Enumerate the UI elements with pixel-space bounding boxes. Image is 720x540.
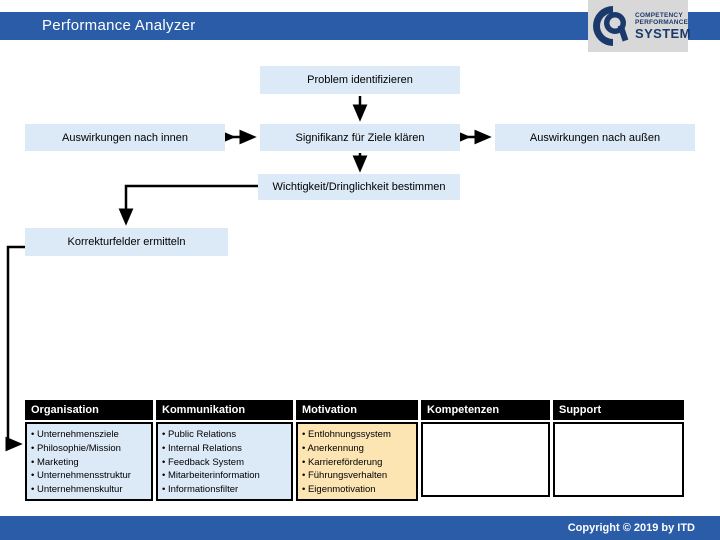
column-header: Kompetenzen (421, 400, 550, 420)
page-title: Performance Analyzer (42, 17, 196, 34)
column-header: Motivation (296, 400, 418, 420)
list-item: • Unternehmenskultur (31, 484, 123, 496)
flow-box-problem: Problem identifizieren (260, 66, 460, 94)
flow-box-auswirkungen-innen: Auswirkungen nach innen (25, 124, 225, 151)
list-item: • Public Relations (162, 429, 237, 440)
flow-box-auswirkungen-aussen: Auswirkungen nach außen (495, 124, 695, 151)
list-item: • Informationsfilter (162, 484, 239, 496)
column-header: Support (553, 400, 684, 420)
list-item: • Philosophie/Mission (31, 442, 121, 454)
column-body (553, 422, 684, 497)
list-item: • Entlohnungssystem (302, 429, 391, 440)
logo-p-icon (593, 6, 629, 46)
copyright-text: Copyright © 2019 by ITD (567, 522, 695, 534)
flow-box-korrekturfelder: Korrekturfelder ermitteln (25, 228, 228, 256)
table-column-organisation: Organisation • Unternehmensziele • Philos… (25, 400, 153, 501)
table-column-kommunikation: Kommunikation • Public Relations • Intern… (156, 400, 293, 501)
flow-box-signifikanz: Signifikanz für Ziele klären (260, 124, 460, 151)
list-item: • Feedback System (162, 456, 244, 468)
table-column-motivation: Motivation • Entlohnungssystem • Anerkenn… (296, 400, 418, 501)
table-column-kompetenzen: Kompetenzen (421, 400, 550, 497)
column-body: • Entlohnungssystem • Anerkennung • Karrie… (296, 422, 418, 501)
list-item: • Mitarbeiterinformation (162, 470, 260, 482)
list-item: • Marketing (31, 456, 79, 468)
logo: COMPETENCY PERFORMANCE SYSTEM (588, 0, 691, 52)
list-item: • Internal Relations (162, 442, 242, 454)
logo-line-competency: COMPETENCY (635, 11, 683, 19)
column-header: Kommunikation (156, 400, 293, 420)
column-body: • Unternehmensziele • Philosophie/Mission… (25, 422, 153, 501)
list-item: • Führungsverhalten (302, 470, 388, 482)
column-header: Organisation (25, 400, 153, 420)
arrow-korrektur-to-table (5, 245, 25, 452)
list-item: • Unternehmensstruktur (31, 470, 131, 482)
table-column-support: Support (553, 400, 684, 497)
list-item: • Eigenmotivation (302, 484, 376, 496)
footer-bar (0, 516, 720, 540)
logo-line-performance: PERFORMANCE (635, 19, 689, 26)
column-body: • Public Relations • Internal Relations • … (156, 422, 293, 501)
logo-text: COMPETENCY PERFORMANCE SYSTEM (635, 12, 691, 41)
list-item: • Karriereförderung (302, 456, 383, 468)
list-item: • Anerkennung (302, 442, 364, 454)
arrow-wichtigkeit-to-korrektur (118, 184, 258, 226)
logo-line-system: SYSTEM (635, 25, 691, 41)
category-table: Organisation • Unternehmensziele • Philos… (25, 400, 685, 501)
flow-box-wichtigkeit: Wichtigkeit/Dringlichkeit bestimmen (258, 174, 460, 200)
column-body (421, 422, 550, 497)
list-item: • Unternehmensziele (31, 429, 119, 440)
